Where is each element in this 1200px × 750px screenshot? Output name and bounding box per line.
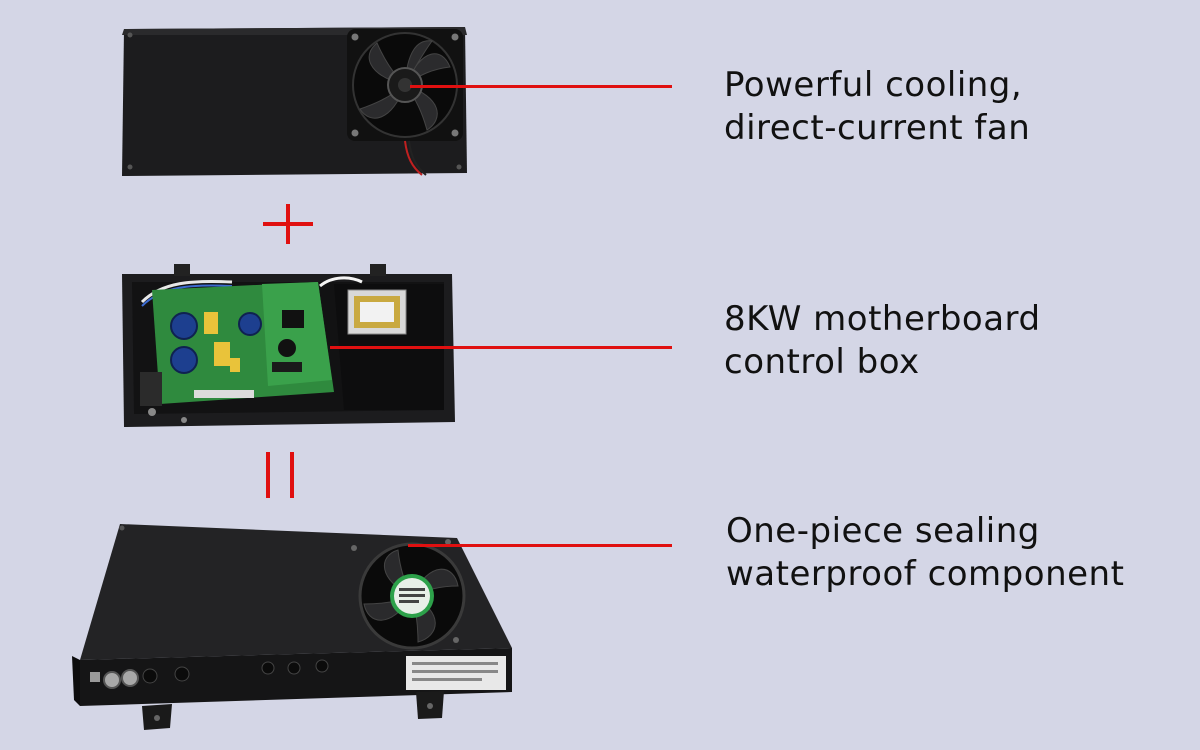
caption-line: One-piece sealing [726, 511, 1040, 551]
motherboard-control-box-image [122, 264, 455, 427]
caption-line: 8KW motherboard [724, 299, 1041, 339]
callout-line-waterproof [408, 544, 672, 547]
fan-icon [347, 29, 463, 141]
sealed-waterproof-unit-image [72, 524, 512, 730]
caption-line: direct-current fan [724, 108, 1031, 148]
caption-line: control box [724, 342, 920, 382]
caption-line: waterproof component [726, 554, 1125, 594]
unit-fan-icon [358, 542, 466, 650]
fan-cover-plate-image [122, 27, 467, 176]
caption-cooling-fan: Powerful cooling, direct-current fan [724, 64, 1030, 150]
callout-line-motherboard [330, 346, 672, 349]
plus-icon [263, 204, 313, 244]
equals-icon [266, 452, 296, 498]
caption-line: Powerful cooling, [724, 65, 1023, 105]
caption-motherboard-control-box: 8KW motherboard control box [724, 298, 1041, 384]
callout-line-fan [410, 85, 672, 88]
caption-waterproof-component: One-piece sealing waterproof component [726, 510, 1124, 596]
